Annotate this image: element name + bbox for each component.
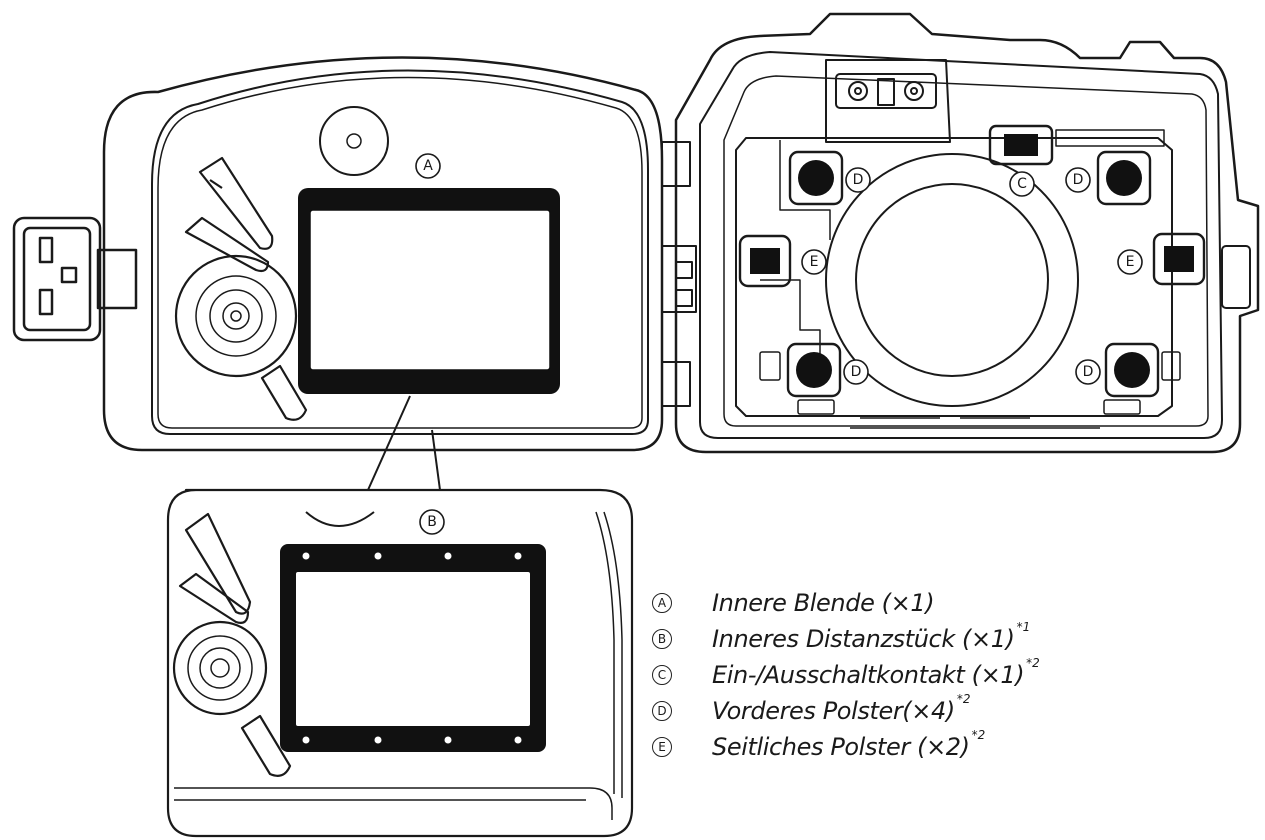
callout-d-3: D (843, 359, 869, 385)
front-pad-4 (1104, 342, 1160, 398)
front-pad-3 (786, 342, 842, 398)
legend-footnote: *2 (956, 692, 971, 706)
control-dial (174, 254, 298, 378)
front-pad-1 (788, 150, 844, 206)
legend-item-a: A Innere Blende (×1) (652, 585, 1252, 621)
legend-item-b: B Inneres Distanzstück (×1) *1 (652, 620, 1252, 657)
legend-footnote: *2 (1026, 656, 1040, 670)
svg-text:D: D (1083, 364, 1094, 380)
callout-d-2: D (1065, 167, 1091, 193)
legend-label: Ein-/Ausschaltkontakt (×1) (712, 661, 1025, 689)
svg-text:C: C (1017, 176, 1027, 192)
svg-text:B: B (427, 514, 437, 530)
svg-text:E: E (810, 254, 819, 270)
svg-text:D: D (851, 364, 862, 380)
legend-marker: B (652, 629, 672, 649)
legend-marker: A (652, 593, 672, 613)
rear-door (12, 56, 664, 452)
top-eyelet (825, 59, 951, 143)
lens-ring-outer (825, 153, 1079, 407)
legend-item-c: C Ein-/Ausschaltkontakt (×1) *2 (652, 656, 1252, 693)
legend-item-e: E Seitliches Polster (×2) *2 (652, 728, 1252, 765)
lever-2 (184, 216, 270, 273)
lever-3 (260, 364, 308, 421)
side-pad-left (738, 234, 792, 288)
legend-label: Vorderes Polster(×4) (712, 697, 955, 725)
latch (12, 216, 138, 342)
legend-marker: D (652, 701, 672, 721)
legend-footnote: *2 (971, 728, 986, 742)
hinge (661, 141, 697, 407)
legend-label: Seitliches Polster (×2) (712, 733, 970, 761)
detail-inset (166, 488, 634, 838)
legend-item-d: D Vorderes Polster(×4) *2 (652, 692, 1252, 729)
callout-c: C (1009, 171, 1035, 197)
callout-e-2: E (1117, 249, 1143, 275)
legend-footnote: *1 (1016, 620, 1031, 634)
callout-d-4: D (1075, 359, 1101, 385)
svg-text:A: A (423, 158, 433, 174)
svg-text:E: E (1126, 254, 1135, 270)
zoom-pointer (367, 395, 441, 491)
legend-marker: C (652, 665, 672, 685)
callout-e-1: E (801, 249, 827, 275)
front-pad-2 (1096, 150, 1152, 206)
side-pad-right (1152, 232, 1206, 286)
legend-label: Inneres Distanzstück (×1) (712, 625, 1015, 653)
callout-d-1: D (845, 167, 871, 193)
callout-b: B (419, 509, 445, 535)
parts-legend: A Innere Blende (×1) B Inneres Distanzst… (652, 585, 1252, 765)
legend-marker: E (652, 737, 672, 757)
legend-label: Innere Blende (×1) (712, 589, 935, 617)
lever-1 (198, 156, 274, 250)
lens-ring-inner (855, 183, 1049, 377)
callout-a: A (415, 153, 441, 179)
svg-text:D: D (853, 172, 864, 188)
svg-text:D: D (1073, 172, 1084, 188)
button-circle (319, 106, 389, 176)
power-contact (988, 124, 1054, 166)
housing-body (674, 12, 1260, 454)
